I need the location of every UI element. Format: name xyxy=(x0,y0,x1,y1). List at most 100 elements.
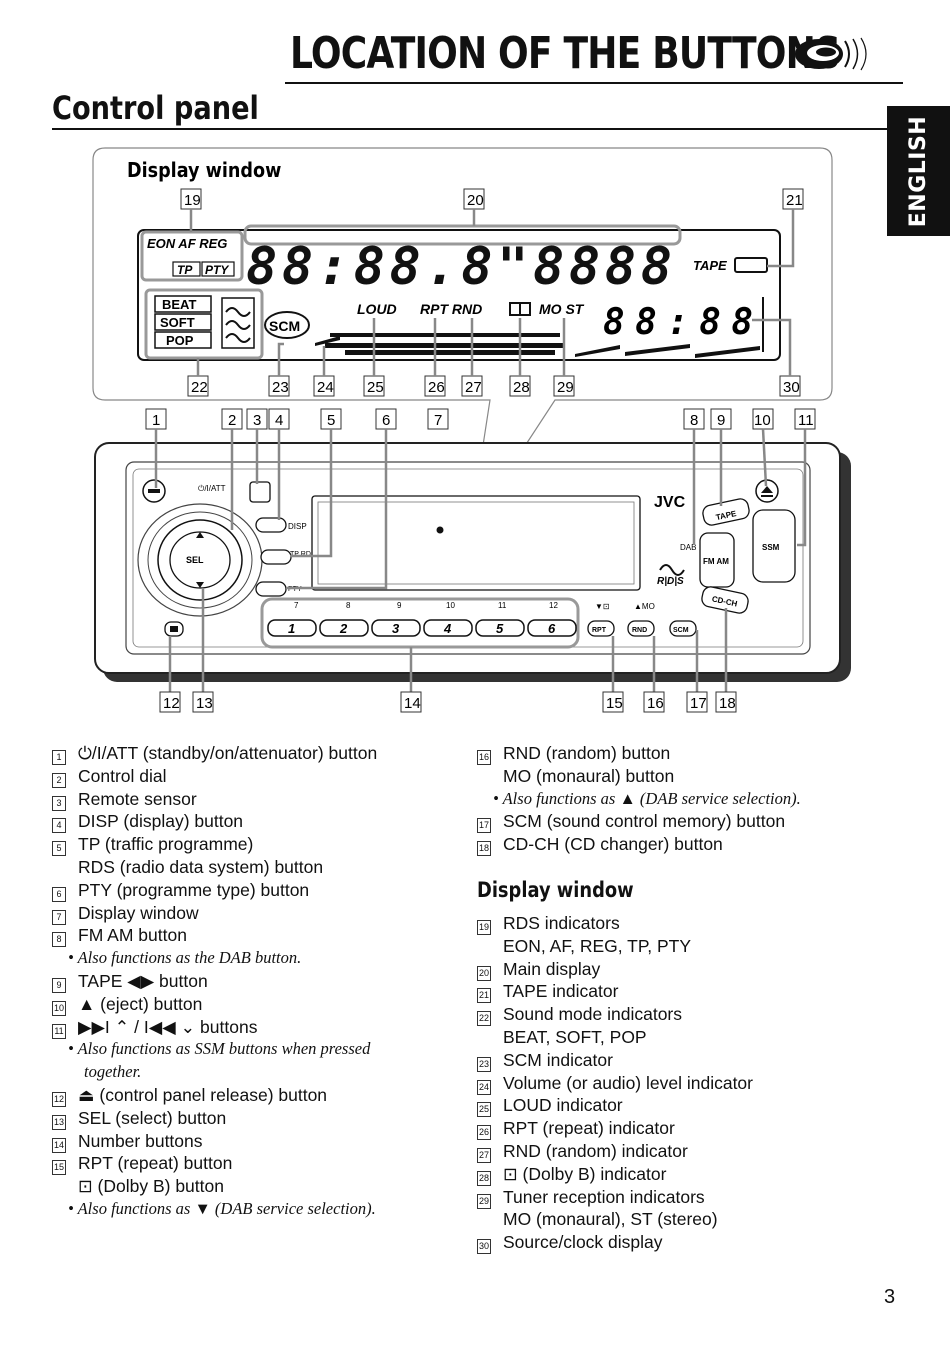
display-leader-lines xyxy=(189,209,795,376)
svg-text:3: 3 xyxy=(392,621,400,636)
legend-continuation: EON, AF, REG, TP, PTY xyxy=(503,935,692,956)
legend-continuation: MO (monaural), ST (stereo) xyxy=(503,1209,718,1230)
tape-indicator: TAPE xyxy=(693,258,727,273)
preset-button-6 xyxy=(527,619,577,637)
remote-sensor xyxy=(249,481,271,503)
svg-text:PTY: PTY xyxy=(288,586,302,593)
svg-text:2: 2 xyxy=(228,412,236,429)
svg-text:7: 7 xyxy=(434,412,442,429)
svg-text:25: 25 xyxy=(367,379,384,396)
legend-item: 1⏻/I/ATT (standby/on/attenuator) button xyxy=(52,742,377,765)
svg-text:19: 19 xyxy=(184,192,201,209)
main-display-digits: 88:88.8"8888 xyxy=(243,224,682,297)
mo-st-indicator: MO ST xyxy=(539,301,585,317)
svg-text:10: 10 xyxy=(754,412,771,429)
loud-indicator: LOUD xyxy=(357,301,397,317)
svg-text:3: 3 xyxy=(253,412,261,429)
svg-text:PTY: PTY xyxy=(205,263,229,277)
svg-text:▼⊡: ▼⊡ xyxy=(595,602,610,611)
preset-button-3 xyxy=(371,619,421,637)
jvc-logo: JVC xyxy=(654,494,686,511)
disc-logo-icon xyxy=(795,37,867,71)
svg-text:9: 9 xyxy=(397,601,402,610)
svg-text:TAPE: TAPE xyxy=(715,509,738,522)
svg-text:12: 12 xyxy=(163,695,180,712)
svg-text:SSM: SSM xyxy=(762,543,780,552)
svg-text:1: 1 xyxy=(152,412,160,429)
svg-text:SOFT: SOFT xyxy=(160,315,195,330)
unit-leader-lines xyxy=(154,428,807,692)
number-buttons: 1 2 3 4 5 6 xyxy=(267,619,577,637)
preset-button-1 xyxy=(267,619,317,637)
svg-text:11: 11 xyxy=(798,412,814,429)
legend-continuation: MO (monaural) button xyxy=(503,765,675,786)
svg-text:9: 9 xyxy=(717,412,725,429)
display-window-label: Display window xyxy=(127,160,281,182)
svg-text:20: 20 xyxy=(467,192,484,209)
svg-text:26: 26 xyxy=(428,379,445,396)
svg-text:22: 22 xyxy=(191,379,208,396)
svg-text:24: 24 xyxy=(317,379,334,396)
scm-indicator xyxy=(264,311,310,339)
svg-text:BEAT: BEAT xyxy=(162,297,196,312)
svg-text:SEL: SEL xyxy=(186,555,204,565)
svg-text:29: 29 xyxy=(557,379,574,396)
svg-text:30: 30 xyxy=(783,379,800,396)
legend-left: 1⏻/I/ATT (standby/on/attenuator) button … xyxy=(52,742,377,1221)
ssm-buttons xyxy=(752,509,796,583)
svg-text:5: 5 xyxy=(496,621,504,636)
svg-text:TP RDS: TP RDS xyxy=(290,551,316,558)
legend-item: 12⏏ (control panel release) button xyxy=(52,1084,328,1107)
svg-text:5: 5 xyxy=(327,412,335,429)
svg-text:18: 18 xyxy=(719,695,736,712)
legend-note: • Also functions as the DAB button. xyxy=(68,948,302,968)
svg-text:EON AF REG: EON AF REG xyxy=(147,236,227,251)
svg-text:8: 8 xyxy=(346,601,351,610)
rpt-button xyxy=(587,620,615,637)
svg-text:23: 23 xyxy=(272,379,289,396)
svg-text:TP: TP xyxy=(177,263,193,277)
legend-note: • Also functions as SSM buttons when pre… xyxy=(68,1039,371,1059)
legend-continuation: ⊡ (Dolby B) button xyxy=(78,1176,224,1197)
svg-text:2: 2 xyxy=(339,621,348,636)
top-number-labels: 7 8 9 10 11 12 xyxy=(294,601,558,610)
svg-text:15: 15 xyxy=(606,695,623,712)
section-rule xyxy=(52,128,902,130)
sound-mode-indicators: BEAT SOFT POP xyxy=(144,288,264,360)
svg-text:6: 6 xyxy=(382,412,390,429)
svg-text:FM AM: FM AM xyxy=(703,557,729,566)
unit-display-window xyxy=(311,495,641,591)
svg-text:4: 4 xyxy=(443,621,452,636)
legend-continuation: BEAT, SOFT, POP xyxy=(503,1026,647,1047)
svg-text:DISP: DISP xyxy=(288,522,307,531)
legend-note: • Also functions as ▼ (DAB service selec… xyxy=(68,1198,376,1218)
fm-am-button xyxy=(699,532,735,588)
tp-rds-button xyxy=(260,549,292,565)
preset-button-4 xyxy=(423,619,473,637)
svg-text:27: 27 xyxy=(465,379,482,396)
legend-note: together. xyxy=(84,1062,142,1082)
tape-button xyxy=(702,498,750,526)
page-title: LOCATION OF THE BUTTONS xyxy=(290,28,841,79)
svg-text:8: 8 xyxy=(690,412,698,429)
svg-text:RPT: RPT xyxy=(592,627,607,634)
control-panel-diagram: Display window EON AF REG TP PTY 88:88.8… xyxy=(92,147,851,713)
svg-text:▲MO: ▲MO xyxy=(634,602,655,611)
